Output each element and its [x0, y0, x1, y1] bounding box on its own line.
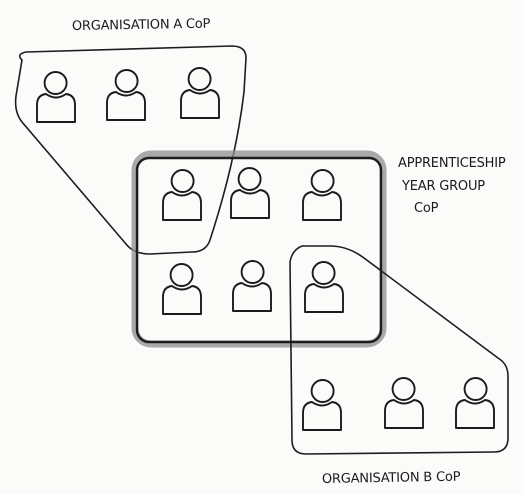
org-b-boundary [289, 245, 509, 455]
person-icon [230, 167, 270, 219]
person-body [106, 91, 146, 121]
person-body [230, 189, 270, 219]
people-layer [36, 67, 495, 431]
org-b-label: ORGANISATION B CoP [322, 470, 461, 487]
person-body [162, 191, 202, 221]
person-body [180, 89, 220, 119]
person-body [304, 283, 344, 313]
person-body [302, 191, 342, 221]
apprenticeship-label-line1: APPRENTICESHIP [398, 156, 506, 171]
person-icon [162, 263, 202, 315]
person-head [240, 260, 265, 284]
apprenticeship-label-line2: YEAR GROUP [401, 179, 485, 194]
person-head [311, 261, 336, 285]
person-icon [232, 260, 272, 312]
person-body [232, 282, 272, 312]
apprenticeship-label-line3: CoP [414, 201, 439, 216]
person-head [43, 71, 68, 95]
org-a-boundary [14, 45, 247, 255]
person-icon [180, 67, 220, 119]
person-body [384, 399, 424, 429]
person-head [187, 67, 212, 91]
person-body [455, 399, 495, 429]
person-head [310, 379, 335, 403]
person-icon [162, 169, 202, 221]
person-body [302, 401, 342, 431]
apprenticeship-shading [131, 150, 387, 348]
person-icon [302, 379, 342, 431]
person-head [169, 263, 194, 287]
person-icon [304, 261, 344, 313]
person-icon [106, 69, 146, 121]
person-head [170, 169, 195, 193]
person-head [237, 167, 262, 191]
person-icon [36, 71, 76, 123]
apprenticeship-boundary [135, 156, 383, 344]
person-body [36, 93, 76, 123]
person-icon [302, 169, 342, 221]
person-icon [384, 377, 424, 429]
person-icon [455, 377, 495, 429]
person-head [114, 69, 139, 93]
person-head [463, 377, 488, 401]
person-head [310, 169, 335, 193]
person-head [391, 377, 416, 401]
org-a-label: ORGANISATION A CoP [72, 17, 211, 34]
person-body [162, 285, 202, 315]
